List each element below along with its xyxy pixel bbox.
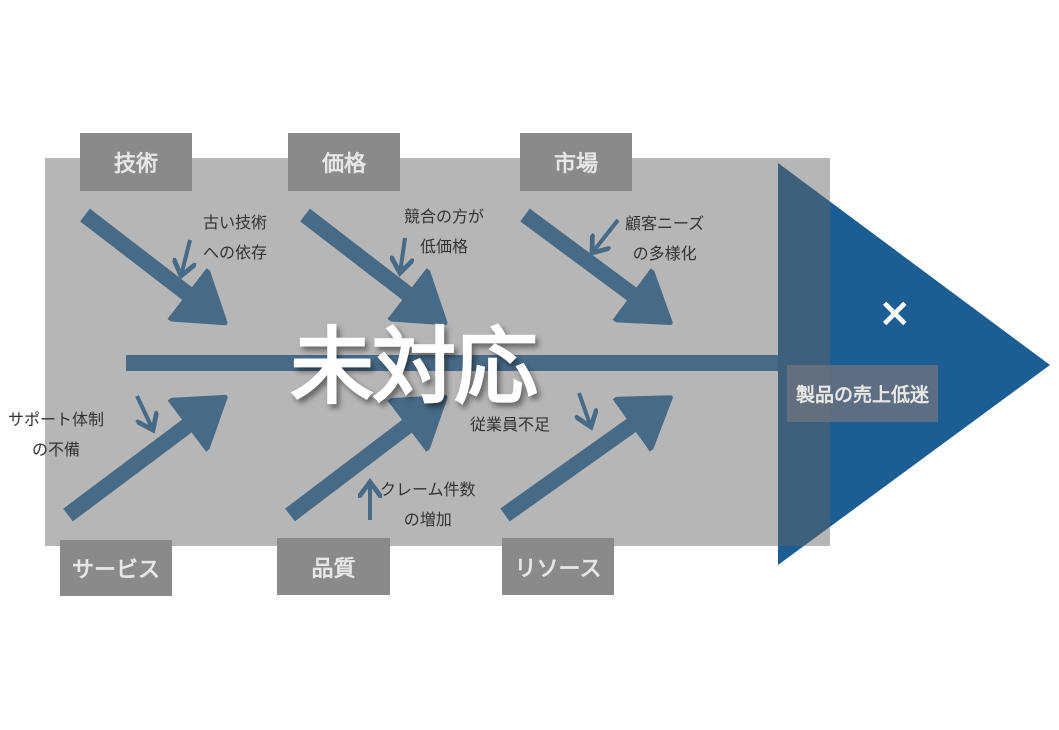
cause-line: 競合の方が	[404, 207, 485, 226]
cause-price: 競合の方が低価格	[404, 202, 484, 262]
cause-line: への依存	[203, 243, 268, 262]
dim-overlay	[45, 158, 830, 546]
category-service: サービス	[60, 540, 172, 596]
bone-quality	[285, 405, 435, 522]
spine	[126, 355, 778, 371]
x-mark-icon: ×	[878, 290, 912, 336]
cause-line: の多様化	[632, 244, 697, 263]
cause-arrow-service	[135, 395, 153, 430]
bone-resource	[500, 405, 660, 522]
cause-resource: 従業員不足	[470, 410, 550, 440]
cause-line: サポート体制	[8, 410, 105, 429]
effect-label: 製品の売上低迷	[787, 365, 938, 422]
cause-line: 従業員不足	[470, 415, 551, 434]
category-resource: リソース	[502, 538, 614, 595]
cause-line: 低価格	[420, 237, 469, 256]
bone-tech	[80, 208, 215, 315]
cause-arrow-resource	[579, 392, 591, 427]
cause-arrow-tech	[181, 239, 190, 276]
cause-arrow-price	[400, 237, 405, 273]
cause-service: サポート体制の不備	[8, 405, 104, 465]
status-overlay-title: 未対応	[290, 318, 538, 416]
bone-price	[300, 208, 435, 315]
bone-service	[63, 405, 215, 522]
category-market: 市場	[520, 133, 632, 191]
category-quality: 品質	[277, 538, 390, 595]
bone-market	[520, 208, 660, 315]
cause-tech: 古い技術への依存	[203, 208, 267, 268]
cause-line: 顧客ニーズ	[625, 214, 705, 233]
cause-line: クレーム件数	[380, 480, 476, 499]
fish-head	[778, 163, 1050, 565]
cause-line: の不備	[32, 440, 81, 459]
category-price: 価格	[288, 133, 400, 191]
cause-arrow-market	[592, 218, 620, 253]
cause-line: の増加	[403, 510, 452, 529]
cause-line: 古い技術	[203, 213, 268, 232]
cause-quality: クレーム件数の増加	[380, 475, 476, 535]
cause-market: 顧客ニーズの多様化	[625, 209, 704, 269]
category-tech: 技術	[80, 133, 192, 191]
